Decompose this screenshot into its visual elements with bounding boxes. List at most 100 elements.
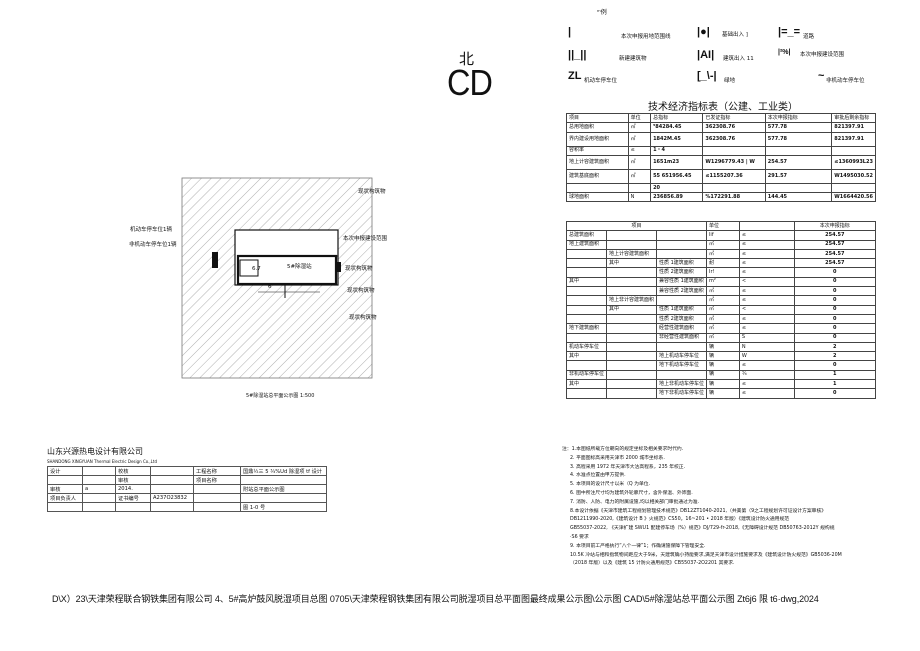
table-cell: ㎡ — [706, 295, 740, 306]
legend-label: 本次申报建设范围 — [800, 52, 845, 58]
table-cell: 项目负责人 — [47, 493, 83, 503]
table-cell: 工程名称 — [193, 466, 241, 476]
table-cell: ㎡ — [706, 323, 740, 334]
table-cell: 地下建筑面积 — [565, 323, 608, 334]
table-cell: ㎡ — [627, 154, 652, 170]
dimension-label: 6 — [268, 284, 272, 290]
table-cell: 地上建筑面积 — [565, 239, 608, 250]
table-cell: 辆 — [706, 351, 740, 362]
table-header: 本次申报指标 — [793, 220, 877, 232]
table-cell: 校核 — [115, 466, 151, 476]
table-cell: ≤ — [738, 248, 795, 260]
table-cell: 地下非机动车停车位 — [656, 388, 708, 399]
tech-indicator-table: 项目 单位 总指标 已发证指标 本次申报指标 审批后剩余指标 总用地面积 ㎡ ⁵… — [566, 112, 876, 203]
table-row: 设计 校核 工程名称 国鼎½三 5 ¾%Ud 除湿项 tf 设计 — [47, 466, 327, 476]
table-cell: 地上非计容建筑面积 — [606, 295, 658, 306]
legend-label: 建筑出入 11 — [723, 56, 754, 62]
table-cell: 其中 — [606, 258, 658, 269]
note-line: 2. 平面图标高采用天津市 2000 城市坐标系. — [570, 455, 665, 461]
table-cell: 国鼎½三 5 ¾%Ud 除湿项 tf 设计 — [240, 466, 327, 476]
table-cell — [606, 313, 658, 325]
construction-boundary — [234, 229, 339, 286]
table-row: 图 1-0 号 — [47, 502, 327, 512]
table-cell: 附站总平面公示图 — [240, 484, 327, 494]
note-line: （2018 年版）以及《建筑 15 计防火通用规范》CB55037-2O2201… — [570, 561, 735, 567]
table-cell — [606, 351, 658, 362]
legend-title: ᵐ例 — [597, 9, 607, 16]
table-cell: ㎡ — [706, 332, 740, 343]
table-cell: 1 — [793, 369, 877, 381]
table-cell: 2 — [793, 351, 877, 362]
table-cell — [656, 248, 708, 260]
table-cell: ≤ — [738, 239, 795, 250]
table-cell: ㎡ — [706, 286, 740, 297]
table-cell: ⁵84284.45 — [650, 122, 704, 133]
table-cell: ≤ — [738, 258, 795, 269]
table-cell — [565, 267, 608, 278]
table-cell: 审核 — [47, 484, 83, 494]
table-cell — [150, 475, 194, 485]
table-cell: 577.78 — [764, 131, 833, 147]
table-cell: ㎡ — [706, 304, 740, 315]
table-cell: ㎡ — [627, 122, 652, 133]
table-cell — [82, 493, 116, 503]
legend-label: 道路 — [803, 34, 815, 40]
table-cell — [150, 484, 194, 494]
table-cell — [47, 475, 83, 485]
table-cell: 2014. — [115, 484, 151, 494]
table-cell — [240, 493, 327, 503]
table-row: 其中性质 1建筑面积耐≤254.57 — [565, 258, 877, 269]
note-line: 8.本设计依据《天津市建筑工程规划管理技术规范》DB12ZT1040-2021,… — [570, 508, 827, 514]
table-cell: 0 — [793, 360, 877, 371]
table-cell: 55 651956.45 — [650, 168, 704, 184]
table-cell: 性质 1建筑面积 — [656, 258, 708, 269]
table-cell: ≤ — [738, 379, 795, 390]
table-row: 20 — [566, 182, 876, 194]
table-cell: 821397.91 — [831, 122, 876, 133]
tech-table-title: 技术经济指标表（公建、工业类） — [648, 102, 798, 113]
table-cell — [656, 341, 708, 353]
table-row: 项目负责人 证书编号 A237O23832 — [47, 493, 327, 503]
table-row: 地上计容建筑面积 ㎡ 1651m23 W1296779.43 | W 254.5… — [566, 154, 876, 170]
note-line: 9. 本项目前工严格执行“八个一律”1；作确请施保障下管理安全. — [570, 543, 706, 549]
site-label: 非机动车停车位1辆 — [129, 242, 177, 248]
note-line: GB55037-2022, 《天津扩建 SWU1 配建停车场（%）规范》DJ/7… — [570, 526, 835, 532]
table-cell: 辆 — [706, 388, 740, 399]
table-cell: 兼容性质 1建筑面积 — [656, 276, 708, 288]
table-cell — [193, 484, 241, 494]
title-block-table: 设计 校核 工程名称 国鼎½三 5 ¾%Ud 除湿项 tf 设计 审核 项目名称… — [47, 466, 327, 512]
table-row: 地下机动车停车位辆≤0 — [565, 360, 877, 371]
table-cell — [193, 502, 241, 512]
table-cell: ≤ — [738, 286, 795, 297]
north-label: 北 — [459, 50, 475, 68]
entrance-marker — [336, 262, 341, 272]
company-name-en: SHANDONG XINGYUAN Thermal Electric Desig… — [47, 459, 158, 464]
legend-label: 本次申报用地范围线 — [621, 34, 671, 40]
legend-symbol: |=_= — [778, 26, 801, 38]
table-cell — [656, 230, 708, 241]
site-label: 本次申报建设范围 — [343, 236, 388, 242]
legend-label: 新建建筑物 — [619, 56, 647, 62]
table-cell — [764, 182, 833, 194]
table-cell — [606, 276, 658, 288]
table-cell: 辆 — [706, 341, 740, 353]
legend-symbol: [_\-| — [697, 70, 717, 82]
table-cell: < — [738, 276, 795, 288]
table-cell: 总用地面积 — [566, 122, 629, 133]
table-cell: ≤ — [738, 230, 795, 241]
table-cell — [606, 388, 658, 399]
table-cell: 0 — [793, 332, 877, 343]
table-cell: m² — [706, 276, 740, 288]
table-cell: 其中 — [565, 351, 608, 362]
note-line: 注：1.本图纸所载方位朝向的规定坐标及相关要求时代约. — [562, 447, 684, 452]
table-cell — [656, 295, 708, 306]
table-header: 单位 — [627, 112, 652, 124]
table-cell — [565, 295, 608, 306]
table-cell — [702, 145, 766, 156]
